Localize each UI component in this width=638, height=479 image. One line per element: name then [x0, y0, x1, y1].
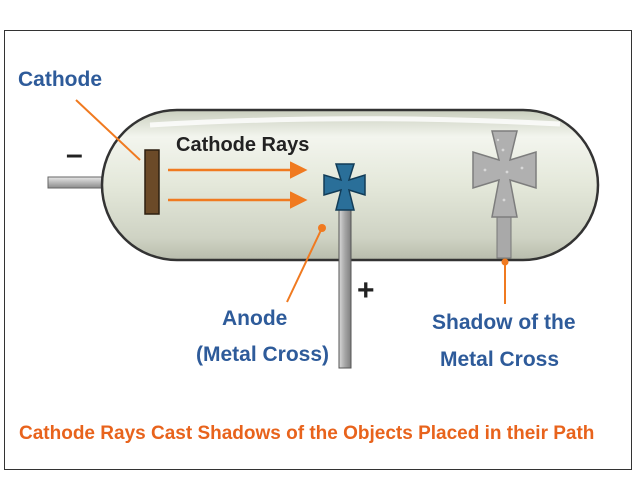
cathode-plate [144, 149, 160, 215]
shadow-label-line2: Metal Cross [440, 348, 560, 371]
shadow-label-line1: Shadow of the [432, 311, 576, 334]
anode-pointer [286, 227, 323, 303]
plus-sign: + [357, 274, 375, 307]
shadow-rod [496, 214, 512, 259]
cathode-label: Cathode [18, 68, 102, 91]
anode-label-line2: (Metal Cross) [196, 343, 330, 366]
minus-sign: – [66, 138, 83, 171]
anode-rod [338, 209, 352, 369]
shadow-cross [472, 130, 537, 218]
cathode-pointer [75, 99, 141, 161]
diagram-caption: Cathode Rays Cast Shadows of the Objects… [19, 423, 595, 444]
metal-cross [323, 163, 366, 211]
anode-label-line1: Anode [222, 307, 288, 330]
cathode-rays-label: Cathode Rays [176, 134, 310, 156]
